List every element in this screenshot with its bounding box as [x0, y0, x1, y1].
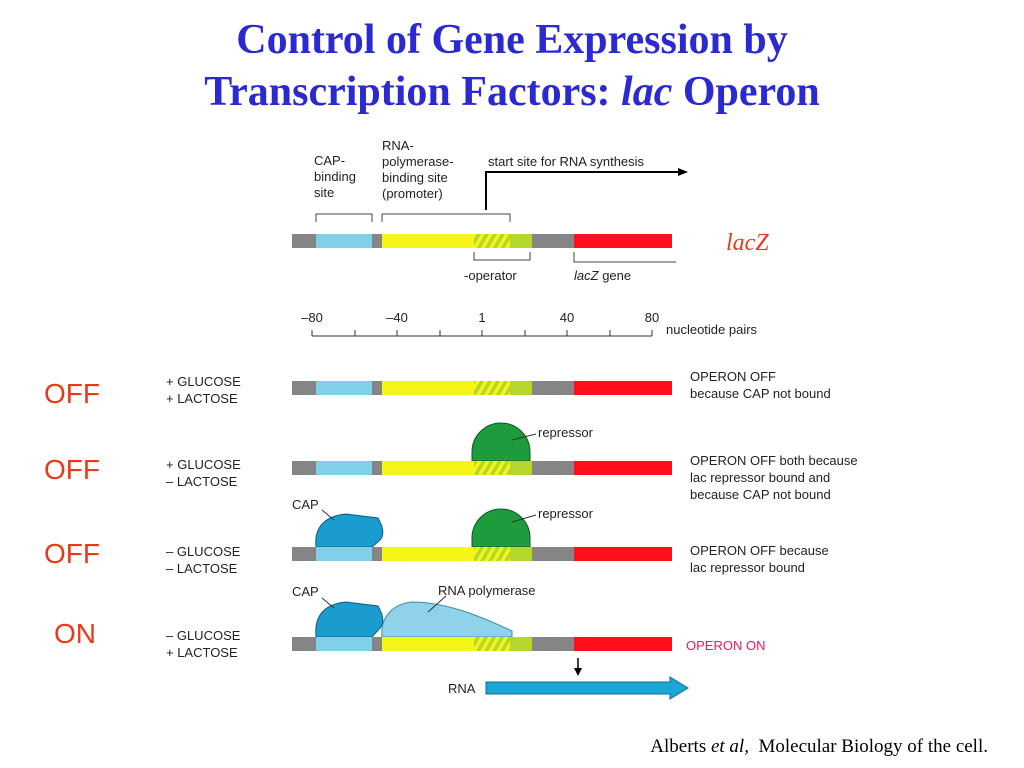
operon-status-note: OPERON OFF because lac repressor bound	[690, 543, 832, 575]
lacz-gene-label: lacZ gene	[574, 268, 631, 283]
title-line-2-suffix: Operon	[672, 69, 820, 115]
dna-bar	[292, 381, 672, 395]
operon-state-label: OFF	[44, 454, 100, 485]
slide-title: Control of Gene Expression by Transcript…	[0, 14, 1024, 118]
repressor-label: repressor	[538, 425, 594, 440]
promoter-bracket	[381, 213, 511, 222]
start-site-label: start site for RNA synthesis	[488, 154, 645, 169]
condition-labels: – GLUCOSE – LACTOSE	[166, 544, 244, 576]
dna-map-bar	[292, 234, 672, 248]
citation-et-al: et al,	[710, 736, 749, 757]
dna-bar	[292, 637, 672, 651]
repressor-protein	[471, 422, 531, 462]
transcription-arrowhead	[574, 668, 582, 676]
title-line-2: Transcription Factors: lac Operon	[0, 66, 1024, 118]
title-lac-italic: lac	[621, 69, 673, 115]
ruler-tick-label: –80	[301, 310, 323, 325]
condition-row-1: + GLUCOSE + LACTOSE OPERON OFF because C…	[166, 369, 831, 406]
title-line-1: Control of Gene Expression by	[236, 17, 788, 63]
dna-bar	[292, 547, 672, 561]
condition-row-3: – GLUCOSE – LACTOSE CAP repressor OPERON…	[166, 497, 832, 576]
ruler-tick-label: 80	[645, 310, 659, 325]
condition-row-2: + GLUCOSE – LACTOSE repressor OPERON OFF…	[166, 422, 861, 502]
operon-state-label: OFF	[44, 378, 100, 409]
operator-label: -operator	[464, 268, 517, 283]
start-site-arrow	[485, 171, 678, 210]
operator-bracket	[473, 252, 531, 261]
ruler-tick-label: 1	[478, 310, 485, 325]
cap-site-bracket	[315, 213, 373, 222]
nucleotide-ruler: –80 –40 1 40 80 nucleotide pairs	[301, 310, 757, 337]
lacz-gene-bracket	[573, 252, 676, 263]
operon-on-note: OPERON ON	[686, 638, 765, 653]
rna-transcript-arrow	[485, 676, 689, 700]
citation-source: Molecular Biology of the cell.	[748, 736, 988, 757]
repressor-protein	[471, 508, 531, 548]
cap-site-label: CAP- binding site	[314, 153, 360, 200]
cap-label: CAP	[292, 497, 319, 512]
repressor-label: repressor	[538, 506, 594, 521]
rna-label: RNA	[448, 681, 476, 696]
operon-state-label: ON	[54, 618, 96, 649]
rna-polymerase-label: RNA polymerase	[438, 583, 536, 598]
operon-status-note: OPERON OFF both because lac repressor bo…	[690, 453, 861, 502]
operon-state-label: OFF	[44, 538, 100, 569]
condition-labels: + GLUCOSE + LACTOSE	[166, 374, 244, 406]
condition-labels: + GLUCOSE – LACTOSE	[166, 457, 244, 489]
cap-protein	[315, 601, 384, 638]
title-line-2-prefix: Transcription Factors:	[204, 69, 622, 115]
condition-labels: – GLUCOSE + LACTOSE	[166, 628, 244, 660]
ruler-tick-label: –40	[386, 310, 408, 325]
condition-row-4: – GLUCOSE + LACTOSE CAP RNA polymerase O…	[166, 583, 765, 700]
dna-bar	[292, 461, 672, 475]
citation: Alberts et al, Molecular Biology of the …	[650, 736, 988, 758]
ruler-units-label: nucleotide pairs	[666, 322, 758, 337]
rna-polymerase-protein	[381, 601, 513, 638]
ruler-tick-label: 40	[560, 310, 574, 325]
operon-status-note: OPERON OFF because CAP not bound	[690, 369, 831, 401]
lacz-title-label: lacZ	[726, 230, 769, 256]
cap-protein	[315, 513, 384, 548]
rnap-site-label: RNA- polymerase- binding site (promoter)	[382, 138, 457, 201]
start-site-arrowhead	[678, 168, 688, 176]
citation-authors: Alberts	[650, 736, 711, 757]
cap-label: CAP	[292, 584, 319, 599]
gene-map: CAP- binding site RNA- polymerase- bindi…	[292, 138, 688, 283]
